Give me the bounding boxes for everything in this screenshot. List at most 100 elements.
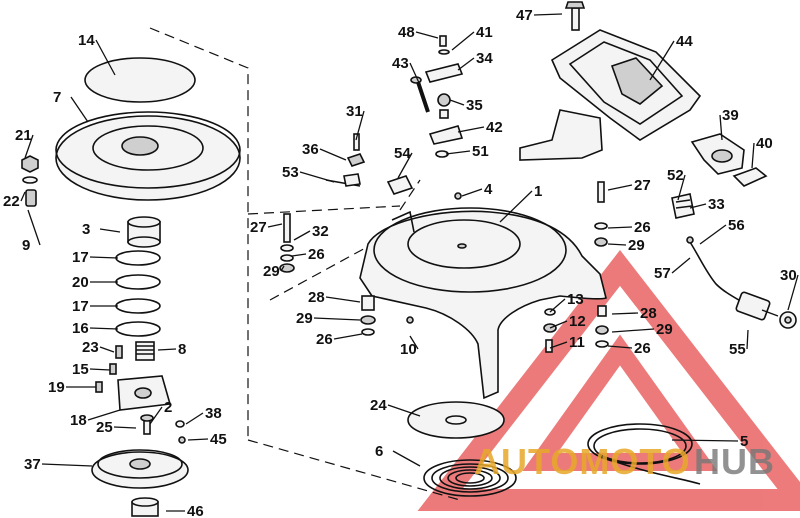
part-41-washer [438, 49, 450, 55]
callout-c54: 54 [394, 145, 413, 179]
callout-leader-line [787, 274, 799, 311]
callout-label: 52 [667, 167, 684, 184]
part-16-ring [115, 321, 161, 337]
callout-label: 27 [250, 219, 267, 236]
part-6-rewind-spring [423, 459, 517, 497]
callout-label: 29 [263, 263, 280, 280]
part-23-pin [115, 345, 123, 359]
callout-c36: 36 [302, 141, 347, 161]
callout-c16: 16 [72, 320, 119, 337]
callout-c29a: 29 [607, 237, 645, 254]
part-3-bushing [127, 216, 161, 248]
callout-leader-line [611, 312, 639, 315]
part-17-ring-upper [115, 250, 161, 266]
callout-c26d: 26 [607, 340, 651, 357]
callout-c28b: 28 [611, 305, 657, 322]
callout-leader-line [299, 171, 335, 183]
part-20-ring [115, 274, 161, 290]
part-26-washer-right [594, 222, 608, 230]
callout-label: 43 [392, 55, 409, 72]
callout-c10: 10 [400, 335, 419, 358]
callout-c48: 48 [398, 24, 439, 41]
callout-c18: 18 [70, 409, 121, 429]
part-29-nut-lower [595, 325, 609, 335]
callout-leader-line [392, 450, 421, 467]
part-40-insert [732, 167, 768, 187]
part-5-starter-rope [587, 423, 701, 485]
callout-c35: 35 [449, 97, 483, 114]
callout-label: 3 [82, 221, 90, 238]
callout-label: 29 [628, 237, 645, 254]
watermark-text-primary: AUTOMOTO [474, 441, 691, 482]
callout-leader-line [689, 203, 707, 209]
callout-c33: 33 [689, 196, 725, 213]
callout-leader-line [187, 438, 209, 441]
callout-c23: 23 [82, 339, 115, 356]
part-1-starter-housing [359, 207, 607, 400]
callout-c12: 12 [549, 313, 586, 330]
callout-label: 14 [78, 32, 95, 49]
guide-line-bottom [247, 439, 461, 501]
center-fastener-stack [360, 295, 414, 336]
callout-label: 31 [346, 103, 363, 120]
callout-leader-line [89, 256, 119, 259]
callout-leader-line [157, 348, 177, 351]
part-53-lever [325, 173, 361, 187]
part-2-screw [140, 414, 154, 435]
callout-label: 48 [398, 24, 415, 41]
part-55-switch [735, 291, 779, 321]
callout-c13: 13 [549, 291, 584, 313]
callout-label: 34 [476, 50, 493, 67]
callout-leader-line [99, 228, 121, 233]
callout-leader-line [99, 346, 115, 353]
callout-label: 16 [72, 320, 89, 337]
upper-middle-parts [325, 35, 464, 200]
callout-leader-line [185, 412, 204, 425]
callout-c29d: 29 [611, 321, 673, 338]
callout-label: 4 [484, 181, 493, 198]
callout-leader-line [333, 333, 363, 340]
callout-label: 32 [312, 223, 329, 240]
callout-label: 40 [756, 135, 773, 152]
callout-leader-line [451, 31, 475, 51]
part-36-clip [346, 153, 366, 167]
callout-c38: 38 [185, 405, 222, 425]
callout-leader-line [449, 99, 465, 106]
callout-leader-line [27, 209, 41, 246]
callout-label: 9 [22, 237, 30, 254]
callout-leader-line [415, 31, 439, 39]
part-35-spring [437, 93, 451, 119]
callout-leader-line [87, 409, 121, 421]
part-42-link [428, 125, 464, 145]
callout-label: 25 [96, 419, 113, 436]
part-26-washer-center [361, 328, 375, 336]
part-28-spacer-left [361, 295, 375, 311]
callout-leader-line [719, 114, 723, 141]
guide-line-screw [269, 239, 381, 301]
callout-leader-line [293, 230, 311, 241]
callout-c57: 57 [654, 257, 691, 282]
callout-leader-line [549, 320, 568, 329]
callout-c45: 45 [187, 431, 227, 448]
callout-label: 2 [164, 399, 172, 416]
callout-label: 28 [640, 305, 657, 322]
part-7-flywheel [55, 111, 241, 201]
part-45-washer [178, 436, 186, 444]
callout-label: 13 [567, 291, 584, 308]
callout-label: 18 [70, 412, 87, 429]
callout-label: 30 [780, 267, 797, 284]
watermark-outer-triangle [417, 250, 800, 511]
left-column-parts [21, 57, 241, 517]
callout-label: 46 [187, 503, 204, 518]
callout-label: 1 [534, 183, 542, 200]
callout-c55: 55 [729, 329, 749, 358]
callout-leader-line [671, 257, 691, 274]
callout-c29b: 29 [263, 263, 285, 280]
callout-label: 45 [210, 431, 227, 448]
part-22-washer [22, 176, 38, 184]
callout-leader-line [607, 184, 633, 191]
callout-label: 8 [178, 341, 186, 358]
callout-label: 56 [728, 217, 745, 234]
callout-c15: 15 [72, 361, 111, 378]
